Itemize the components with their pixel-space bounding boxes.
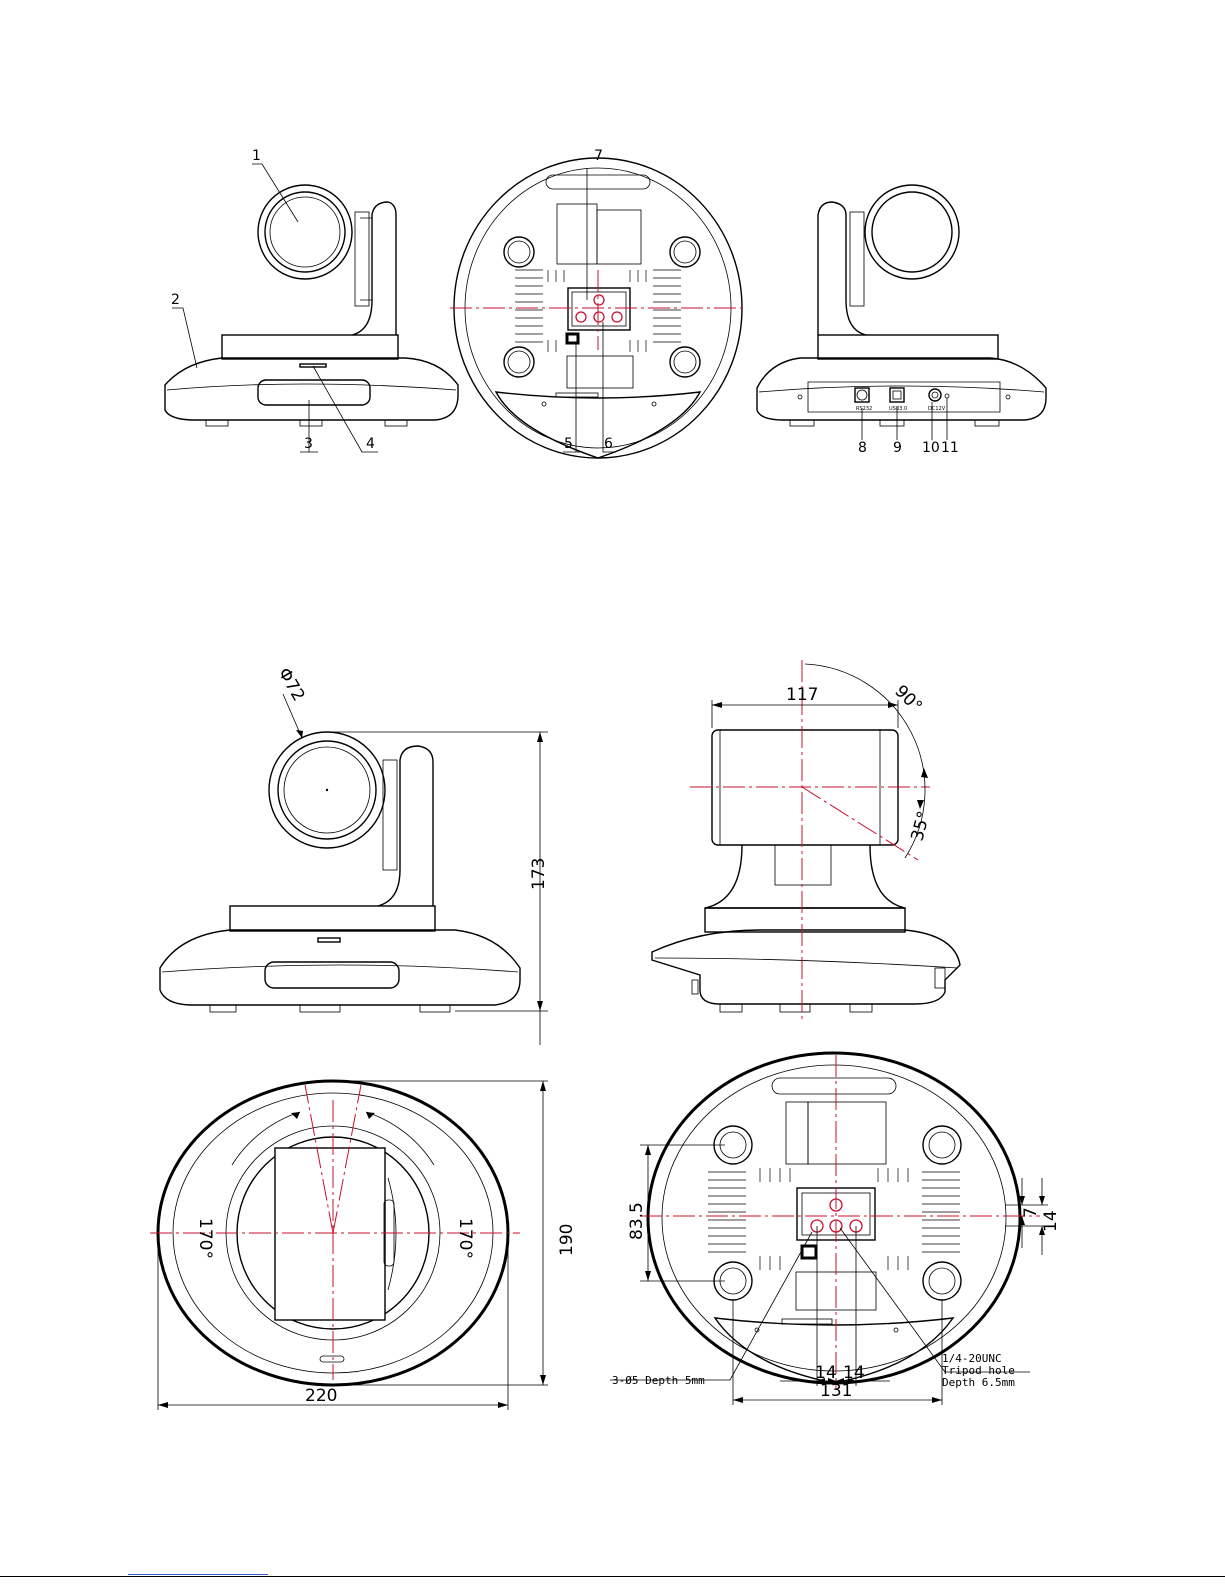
footer-link-underline — [128, 1574, 268, 1575]
dim-pan-right: 170° — [455, 1218, 475, 1259]
callout-9: 9 — [893, 440, 902, 456]
dim-base-width: 220 — [305, 1386, 337, 1406]
dim-tilt-up: 90° — [890, 681, 925, 716]
port-label-usb: USB3.0 — [889, 406, 907, 412]
rear-view-callouts — [757, 185, 1046, 440]
callout-6: 6 — [604, 436, 613, 452]
callout-4: 4 — [366, 436, 375, 452]
callout-2: 2 — [171, 292, 180, 308]
callout-8: 8 — [858, 440, 867, 456]
dim-hole-offset-small: 7 — [1021, 1207, 1041, 1218]
port-label-power: DC12V — [928, 406, 946, 412]
port-label-rs232: RS232 — [856, 406, 872, 412]
callout-3: 3 — [304, 436, 313, 452]
dim-hole-spacing-a: 14 — [815, 1363, 837, 1383]
front-dimension-view — [160, 694, 548, 1045]
note-tripod-line3: Depth 6.5mm — [942, 1376, 1015, 1389]
dim-mount-height: 83.5 — [627, 1202, 647, 1240]
dim-width-top: 117 — [786, 685, 818, 705]
callout-1: 1 — [252, 148, 261, 164]
dim-hole-offset-14: 14 — [1041, 1210, 1061, 1232]
dim-hole-spacing-b: 14 — [843, 1363, 865, 1383]
dim-tilt-down: 35° — [908, 809, 935, 843]
dim-height: 173 — [529, 858, 549, 890]
dim-mount-width: 131 — [820, 1381, 852, 1401]
callout-7: 7 — [594, 148, 603, 164]
dim-depth: 190 — [557, 1224, 577, 1256]
note-screw-holes: 3-Ø5 Depth 5mm — [612, 1374, 705, 1387]
dim-pan-left: 170° — [195, 1218, 215, 1259]
front-view-callouts — [165, 164, 458, 452]
footer-rule — [0, 1576, 1225, 1577]
callout-5: 5 — [564, 436, 573, 452]
callout-11: 11 — [941, 440, 959, 456]
dim-lens-diameter: Φ72 — [274, 665, 309, 705]
bottom-view-callouts — [450, 158, 747, 458]
callout-10: 10 — [922, 440, 940, 456]
